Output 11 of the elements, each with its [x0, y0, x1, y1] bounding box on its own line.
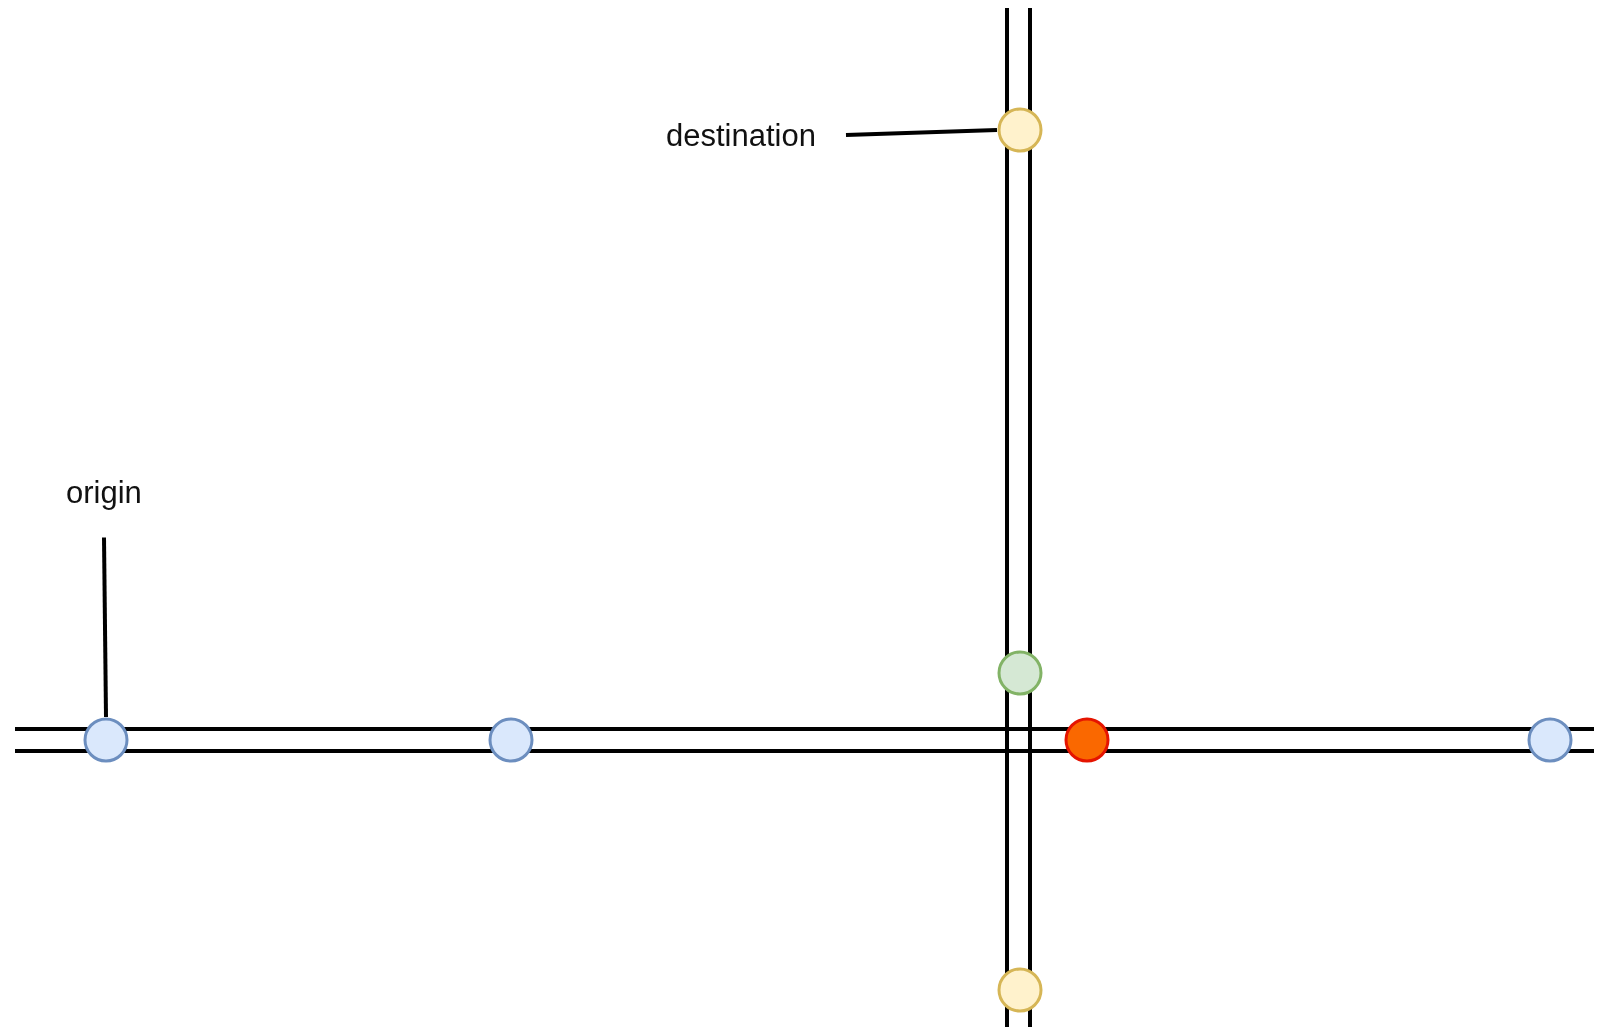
leader-line — [845, 128, 998, 137]
stop-marker — [997, 107, 1043, 153]
stop-marker — [997, 967, 1043, 1013]
stop-marker — [1064, 717, 1110, 763]
stop-marker — [83, 717, 129, 763]
place-label: destination — [666, 119, 816, 151]
stop-marker — [1527, 717, 1573, 763]
leader-line — [102, 537, 108, 718]
place-label: origin — [66, 476, 142, 508]
stop-marker — [997, 650, 1043, 696]
stop-marker — [488, 717, 534, 763]
